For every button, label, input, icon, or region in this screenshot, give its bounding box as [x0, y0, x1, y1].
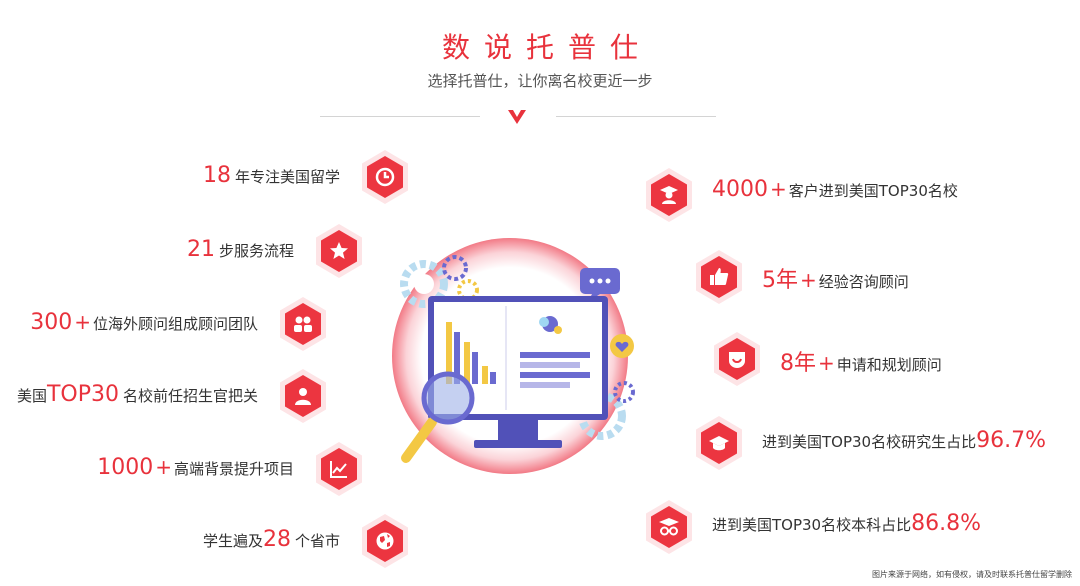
item-prefix: 进到美国TOP30名校本科占比	[712, 516, 912, 534]
clock-icon	[375, 167, 395, 187]
item-text: 位海外顾问组成顾问团队	[92, 315, 258, 333]
team-icon	[294, 316, 312, 332]
graduate-icon	[660, 186, 678, 204]
item-number: 8年	[780, 351, 816, 376]
item-number: 28	[262, 527, 291, 552]
item-plus: +	[770, 177, 787, 201]
item-prefix: 进到美国TOP30名校研究生占比	[762, 433, 977, 451]
item-number: 86.8%	[911, 511, 981, 536]
item-number: TOP30	[46, 382, 119, 407]
right-item-1: 4000+客户进到美国TOP30名校	[712, 177, 958, 202]
item-plus: +	[155, 455, 172, 479]
glasses-icon	[659, 518, 679, 536]
item-number: 18	[202, 163, 231, 188]
right-item-3: 8年+申请和规划顾问	[780, 345, 942, 377]
hex-badge	[646, 500, 692, 554]
item-prefix: 学生遍及	[202, 532, 263, 550]
magnifier-icon	[401, 371, 475, 463]
item-text: 名校前任招生官把关	[122, 387, 258, 405]
item-text: 经验咨询顾问	[818, 273, 909, 291]
monitor	[428, 296, 608, 448]
thumbs-up-icon	[710, 268, 729, 285]
item-number: 1000	[97, 455, 154, 480]
item-text: 个省市	[294, 532, 340, 550]
globe-icon	[376, 532, 394, 550]
copyright-note: 图片来源于网络，如有侵权，请及时联系托普仕留学删除	[872, 570, 1072, 579]
item-plus: +	[818, 351, 835, 375]
item-text: 申请和规划顾问	[836, 356, 942, 374]
item-plus: +	[800, 268, 817, 292]
hex-badge	[362, 150, 408, 204]
right-item-5: 进到美国TOP30名校本科占比86.8%	[712, 511, 985, 536]
heart-bubble-icon	[610, 334, 634, 358]
item-text: 客户进到美国TOP30名校	[788, 182, 958, 200]
item-text: 高端背景提升项目	[173, 460, 294, 478]
hex-badge	[696, 250, 742, 304]
mortarboard-icon	[709, 436, 729, 451]
chart-icon	[330, 461, 347, 478]
left-item-5: 1000+高端背景提升项目	[97, 455, 294, 480]
gear-icon	[442, 255, 468, 281]
smile-icon	[729, 352, 745, 368]
hex-badge	[280, 297, 326, 351]
item-number: 300	[30, 310, 73, 335]
item-text: 步服务流程	[218, 242, 294, 260]
item-prefix: 美国	[16, 387, 47, 405]
page-title: 数说托普仕	[441, 31, 652, 64]
hex-badge	[362, 514, 408, 568]
item-number: 5年	[762, 268, 798, 293]
hex-badge	[646, 168, 692, 222]
divider-left	[320, 116, 480, 117]
star-icon	[330, 242, 348, 259]
right-item-4: 进到美国TOP30名校研究生占比96.7%	[762, 428, 1050, 453]
gear-icon	[400, 260, 448, 308]
item-number: 4000	[712, 177, 768, 202]
hex-badge	[316, 224, 362, 278]
left-item-3: 300+位海外顾问组成顾问团队	[30, 310, 258, 335]
chevron-down-icon	[508, 110, 526, 124]
item-plus: +	[74, 310, 91, 334]
hex-badge	[280, 369, 326, 423]
page-subtitle: 选择托普仕，让你离名校更近一步	[427, 72, 653, 90]
hex-badge	[316, 442, 362, 496]
divider-right	[556, 116, 716, 117]
hex-badge	[696, 416, 742, 470]
hex-badge	[714, 332, 760, 386]
person-icon	[295, 388, 311, 405]
right-item-2: 5年+经验咨询顾问	[762, 262, 909, 294]
item-text: 年专注美国留学	[234, 168, 340, 186]
item-number: 21	[186, 237, 215, 262]
monitor-illustration	[392, 238, 635, 474]
item-number: 96.7%	[976, 428, 1046, 453]
